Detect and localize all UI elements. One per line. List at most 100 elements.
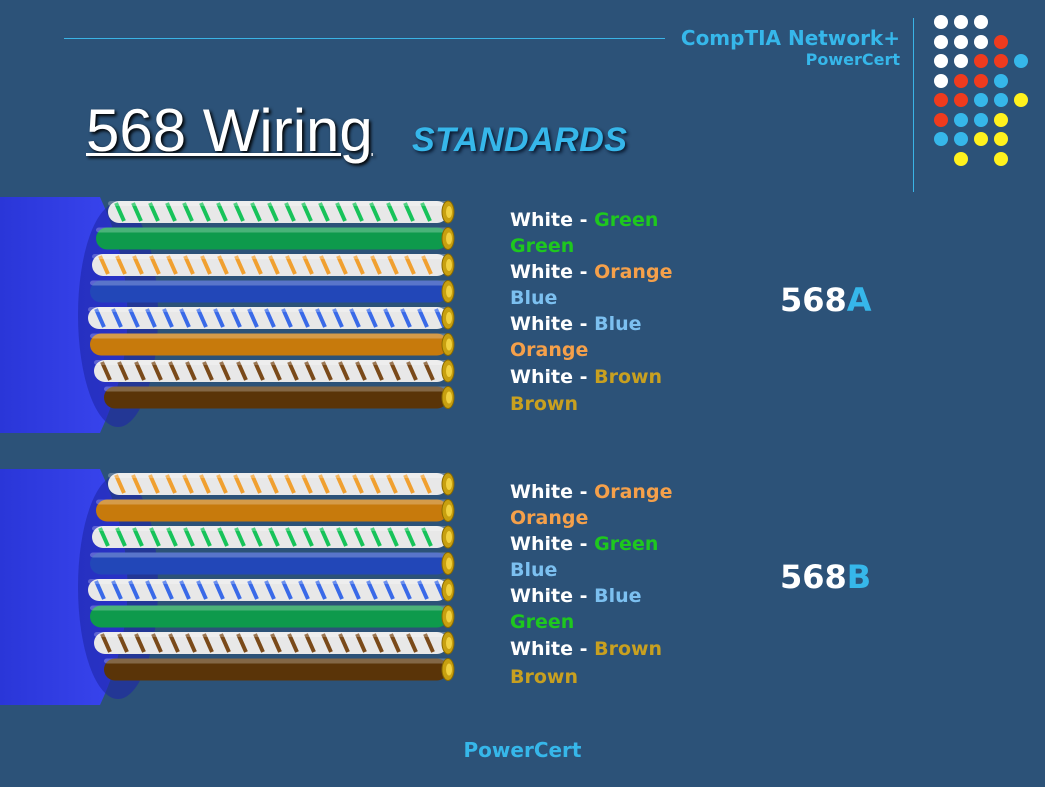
standard-prefix: 568: [780, 558, 847, 596]
decorative-dot: [954, 54, 968, 68]
wire-label-separator: -: [572, 585, 595, 607]
wire-1: [108, 472, 455, 496]
wire-label-color: Orange: [594, 481, 673, 503]
decorative-dot: [934, 132, 948, 146]
wire-label: White - Brown: [510, 636, 662, 662]
wire-label-separator: -: [572, 261, 595, 283]
slide-title: 568 Wiring: [86, 97, 373, 164]
wire-6: [90, 605, 455, 628]
slide-subtitle: STANDARDS: [412, 121, 628, 159]
decorative-dot: [934, 112, 948, 127]
decorative-dot: [974, 54, 988, 68]
wire-label: White - Orange: [510, 479, 672, 505]
decorative-dot: [994, 93, 1008, 107]
wire-3: [92, 253, 455, 277]
wire-label-white: White: [510, 313, 573, 335]
wire-label-color: Blue: [510, 559, 558, 581]
wire-label-color: Brown: [594, 366, 663, 388]
wire-label: White - Blue: [510, 583, 642, 609]
standard-label-568a: 568A: [780, 280, 872, 320]
wire-label: White - Green: [510, 207, 658, 233]
decorative-dot: [994, 151, 1008, 166]
wire-7: [94, 359, 455, 383]
wire-label-color: Orange: [510, 339, 589, 361]
decorative-dot: [974, 132, 988, 146]
decorative-dot: [934, 34, 948, 49]
standard-label-568b: 568B: [780, 557, 871, 597]
wire-label-color: Green: [510, 611, 575, 633]
decorative-dot: [954, 15, 968, 29]
decorative-dot: [994, 34, 1008, 49]
decorative-dot: [994, 112, 1008, 127]
wire-label-separator: -: [572, 366, 595, 388]
wire-label-color: Brown: [510, 393, 578, 415]
decorative-dot: [974, 34, 988, 49]
decorative-dot: [994, 132, 1008, 146]
wire-1: [108, 200, 455, 224]
standard-suffix: B: [846, 558, 872, 596]
decorative-dot: [994, 73, 1008, 88]
wire-label-separator: -: [572, 313, 595, 335]
wire-label: White - Blue: [510, 311, 642, 337]
cable-568a-illustration: [0, 197, 455, 433]
wire-label-white: White: [510, 261, 573, 283]
wire-label: Blue: [510, 285, 557, 311]
header-divider: [913, 18, 914, 192]
decorative-dot-grid: [934, 15, 1034, 175]
wire-label-color: Orange: [594, 261, 673, 283]
wire-label: Green: [510, 609, 574, 635]
standard-prefix: 568: [780, 281, 847, 319]
wire-label-white: White: [510, 366, 573, 388]
wire-label-color: Green: [594, 209, 659, 231]
wire-label: White - Green: [510, 531, 658, 557]
wire-label: Brown: [510, 664, 578, 690]
wire-label-white: White: [510, 585, 573, 607]
wire-label-color: Blue: [594, 585, 642, 607]
decorative-dot: [954, 93, 968, 107]
decorative-dot: [974, 93, 988, 107]
wire-8: [104, 386, 455, 409]
wire-label-separator: -: [572, 481, 595, 503]
wire-label-color: Blue: [594, 313, 642, 335]
wire-label: Orange: [510, 505, 588, 531]
brand-sub: PowerCert: [805, 50, 900, 69]
decorative-dot: [934, 73, 948, 88]
decorative-dot: [934, 15, 948, 29]
wire-5: [88, 306, 455, 330]
wire-label: White - Brown: [510, 364, 662, 390]
wire-4: [90, 280, 455, 303]
decorative-dot: [954, 34, 968, 49]
wire-6: [90, 333, 455, 356]
decorative-dot: [954, 73, 968, 88]
wire-8: [104, 658, 455, 681]
wire-label: Green: [510, 233, 574, 259]
wire-label-white: White: [510, 638, 573, 660]
wire-label-white: White: [510, 209, 573, 231]
decorative-dot: [954, 132, 968, 146]
brand-block: CompTIA Network+ PowerCert: [681, 26, 900, 70]
decorative-dot: [954, 112, 968, 127]
wire-label: Orange: [510, 337, 588, 363]
wire-label-separator: -: [572, 533, 595, 555]
wire-3: [92, 525, 455, 549]
decorative-dot: [1014, 54, 1028, 68]
wire-label-color: Green: [594, 533, 659, 555]
standard-suffix: A: [846, 281, 872, 319]
decorative-dot: [974, 112, 988, 127]
wire-label-separator: -: [572, 209, 595, 231]
cable-568b-illustration: [0, 469, 455, 705]
wire-label: White - Orange: [510, 259, 672, 285]
brand-name: CompTIA Network+: [680, 26, 900, 50]
wire-2: [96, 227, 455, 250]
decorative-dot: [934, 54, 948, 68]
wire-label-color: Orange: [510, 507, 589, 529]
wire-7: [94, 631, 455, 655]
decorative-dot: [934, 93, 948, 107]
wire-label-color: Green: [510, 235, 575, 257]
wire-label-separator: -: [572, 638, 595, 660]
wire-5: [88, 578, 455, 602]
wire-2: [96, 499, 455, 522]
decorative-dot: [994, 54, 1008, 68]
decorative-dot: [974, 15, 988, 29]
wire-label-color: Blue: [510, 287, 558, 309]
